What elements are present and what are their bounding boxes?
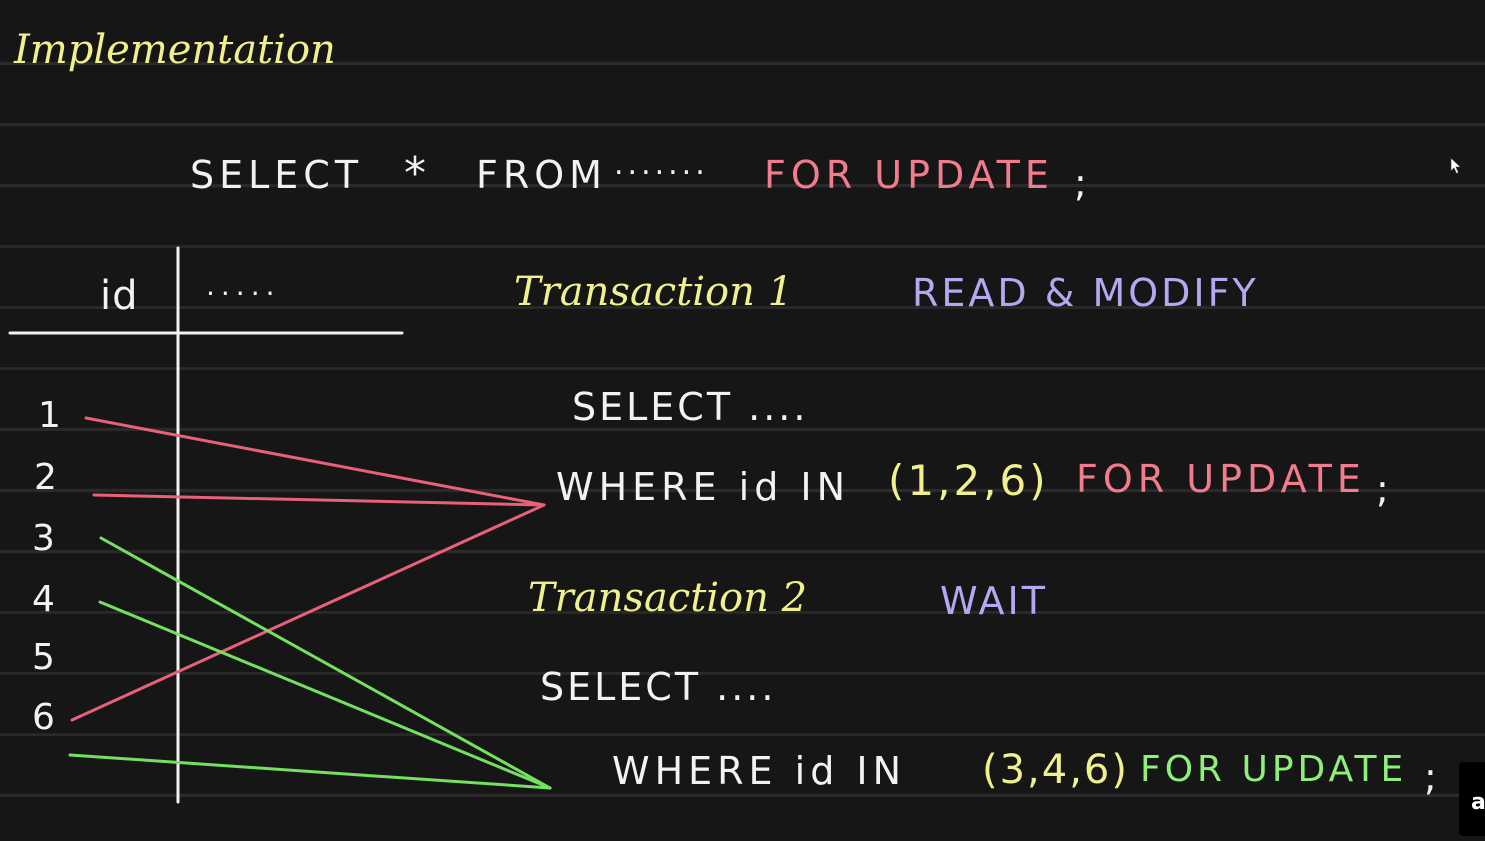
row-id-3: 3 (32, 518, 55, 559)
row-id-2: 2 (34, 457, 57, 498)
transaction-1-mode: READ & MODIFY (912, 271, 1259, 315)
link-line-row-6-tx1 (70, 503, 546, 722)
table-id-header: id (100, 273, 139, 319)
corner-overlay-widget[interactable]: a (1459, 762, 1485, 836)
header-semicolon: ; (1074, 161, 1089, 205)
link-line-row-6-tx2 (68, 753, 552, 790)
header-select-keyword: SELECT (190, 153, 364, 197)
mouse-cursor-icon (1450, 157, 1462, 174)
transaction-2-ids: (3,4,6) (982, 747, 1129, 793)
transaction-1-ids: (1,2,6) (888, 456, 1049, 505)
link-line-row-4-tx2 (98, 600, 552, 790)
row-id-5: 5 (32, 637, 55, 678)
transaction-2-mode: WAIT (940, 579, 1048, 623)
header-dots: ....... (614, 147, 709, 182)
link-lines (68, 416, 552, 790)
link-line-row-3-tx2 (99, 536, 552, 790)
link-line-row-1-tx1 (84, 416, 546, 507)
transaction-1-label: Transaction 1 (514, 269, 794, 315)
transaction-2-semicolon: ; (1424, 755, 1439, 799)
transaction-2-label: Transaction 2 (528, 575, 808, 621)
transaction-1-for-update: FOR UPDATE (1076, 457, 1366, 501)
row-id-4: 4 (32, 579, 55, 620)
transaction-1-select: SELECT .... (572, 385, 809, 429)
header-for-update: FOR UPDATE (764, 153, 1054, 197)
table-other-header: ..... (206, 269, 281, 302)
corner-overlay-label: a (1471, 790, 1485, 815)
row-id-1: 1 (38, 395, 61, 436)
header-from-keyword: FROM (476, 153, 607, 197)
transaction-1-where: WHERE id IN (556, 465, 851, 509)
transaction-2-for-update: FOR UPDATE (1140, 749, 1408, 790)
transaction-2-select: SELECT .... (540, 665, 777, 709)
page-title: Implementation (14, 27, 336, 73)
header-star-symbol: * (404, 148, 428, 199)
row-id-6: 6 (32, 697, 55, 738)
transaction-2-where: WHERE id IN (612, 749, 907, 793)
link-line-row-2-tx1 (92, 493, 546, 507)
transaction-1-semicolon: ; (1376, 467, 1391, 511)
